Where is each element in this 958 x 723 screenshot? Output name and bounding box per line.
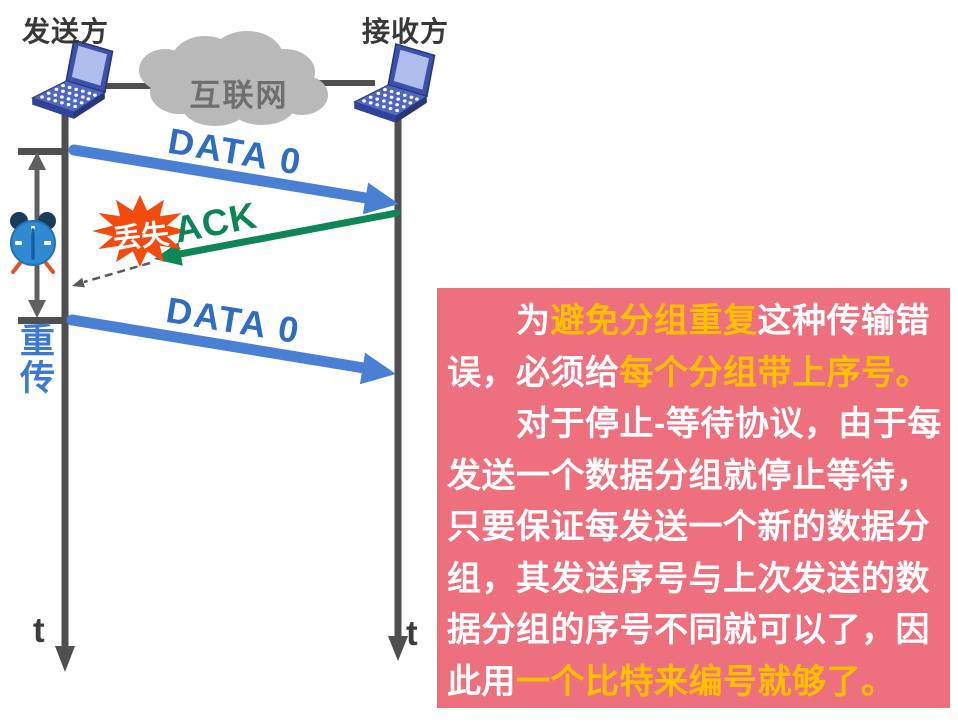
receiver-timeline-arrowhead bbox=[388, 636, 408, 661]
note-segment: 组，其发送序号与上次发送的数 bbox=[447, 559, 930, 598]
data0-arrow-2 bbox=[66, 314, 396, 385]
internet-cloud bbox=[139, 31, 328, 126]
note-line: 组，其发送序号与上次发送的数 bbox=[447, 554, 944, 606]
lost-ack-dashed-arrow bbox=[72, 261, 151, 288]
send-tick-2 bbox=[18, 317, 66, 324]
note-segment-highlight: 避免分组重复 bbox=[550, 302, 758, 340]
note-line: 只要保证每发送一个新的数据分 bbox=[447, 502, 944, 554]
note-segment: 只要保证每发送一个新的数据分 bbox=[447, 508, 930, 546]
sender-laptop-icon bbox=[31, 39, 114, 120]
send-tick-1 bbox=[18, 148, 66, 155]
data0-arrow-1 bbox=[68, 144, 399, 215]
note-segment: 这种传输错 bbox=[757, 302, 930, 340]
note-box: 为避免分组重复这种传输错误，必须给每个分组带上序号。 对于停止-等待协议，由于每… bbox=[437, 288, 950, 708]
timer-clock-icon bbox=[10, 212, 56, 274]
sender-timeline bbox=[55, 98, 75, 672]
sender-time-axis-label: t bbox=[33, 611, 45, 650]
lost-starburst bbox=[92, 195, 188, 267]
note-line: 误，必须给每个分组带上序号。 bbox=[447, 348, 944, 400]
note-segment-highlight: 每个分组带上序号。 bbox=[619, 353, 930, 392]
note-text: 为避免分组重复这种传输错误，必须给每个分组带上序号。 对于停止-等待协议，由于每… bbox=[447, 296, 944, 708]
note-line: 据分组的序号不同就可以了，因 bbox=[447, 605, 944, 657]
note-segment-highlight: 一个比特来编号就够了。 bbox=[516, 662, 896, 701]
internet-cloud-label: 互联网 bbox=[189, 78, 289, 113]
note-line: 对于停止-等待协议，由于每 bbox=[447, 399, 944, 451]
note-segment: 据分组的序号不同就可以了，因 bbox=[447, 611, 930, 649]
note-line: 为避免分组重复这种传输错 bbox=[447, 296, 944, 348]
note-segment: 误，必须给 bbox=[447, 353, 620, 392]
sender-timeline-arrowhead bbox=[55, 646, 75, 672]
note-segment: 为 bbox=[447, 302, 551, 340]
lost-label: 丢失 bbox=[111, 218, 171, 255]
receiver-label: 接收方 bbox=[362, 16, 450, 47]
note-segment: 发送一个数据分组就停止等待， bbox=[447, 456, 930, 495]
note-line: 发送一个数据分组就停止等待， bbox=[447, 451, 944, 503]
note-line: 此用一个比特来编号就够了。 bbox=[447, 657, 944, 709]
retransmit-label: 重传 bbox=[15, 322, 54, 396]
note-segment: 对于停止-等待协议，由于每 bbox=[447, 405, 942, 443]
note-segment: 此用 bbox=[447, 662, 516, 701]
sender-label: 发送方 bbox=[22, 16, 110, 47]
receiver-time-axis-label: t bbox=[406, 614, 418, 653]
receiver-timeline bbox=[388, 112, 408, 661]
